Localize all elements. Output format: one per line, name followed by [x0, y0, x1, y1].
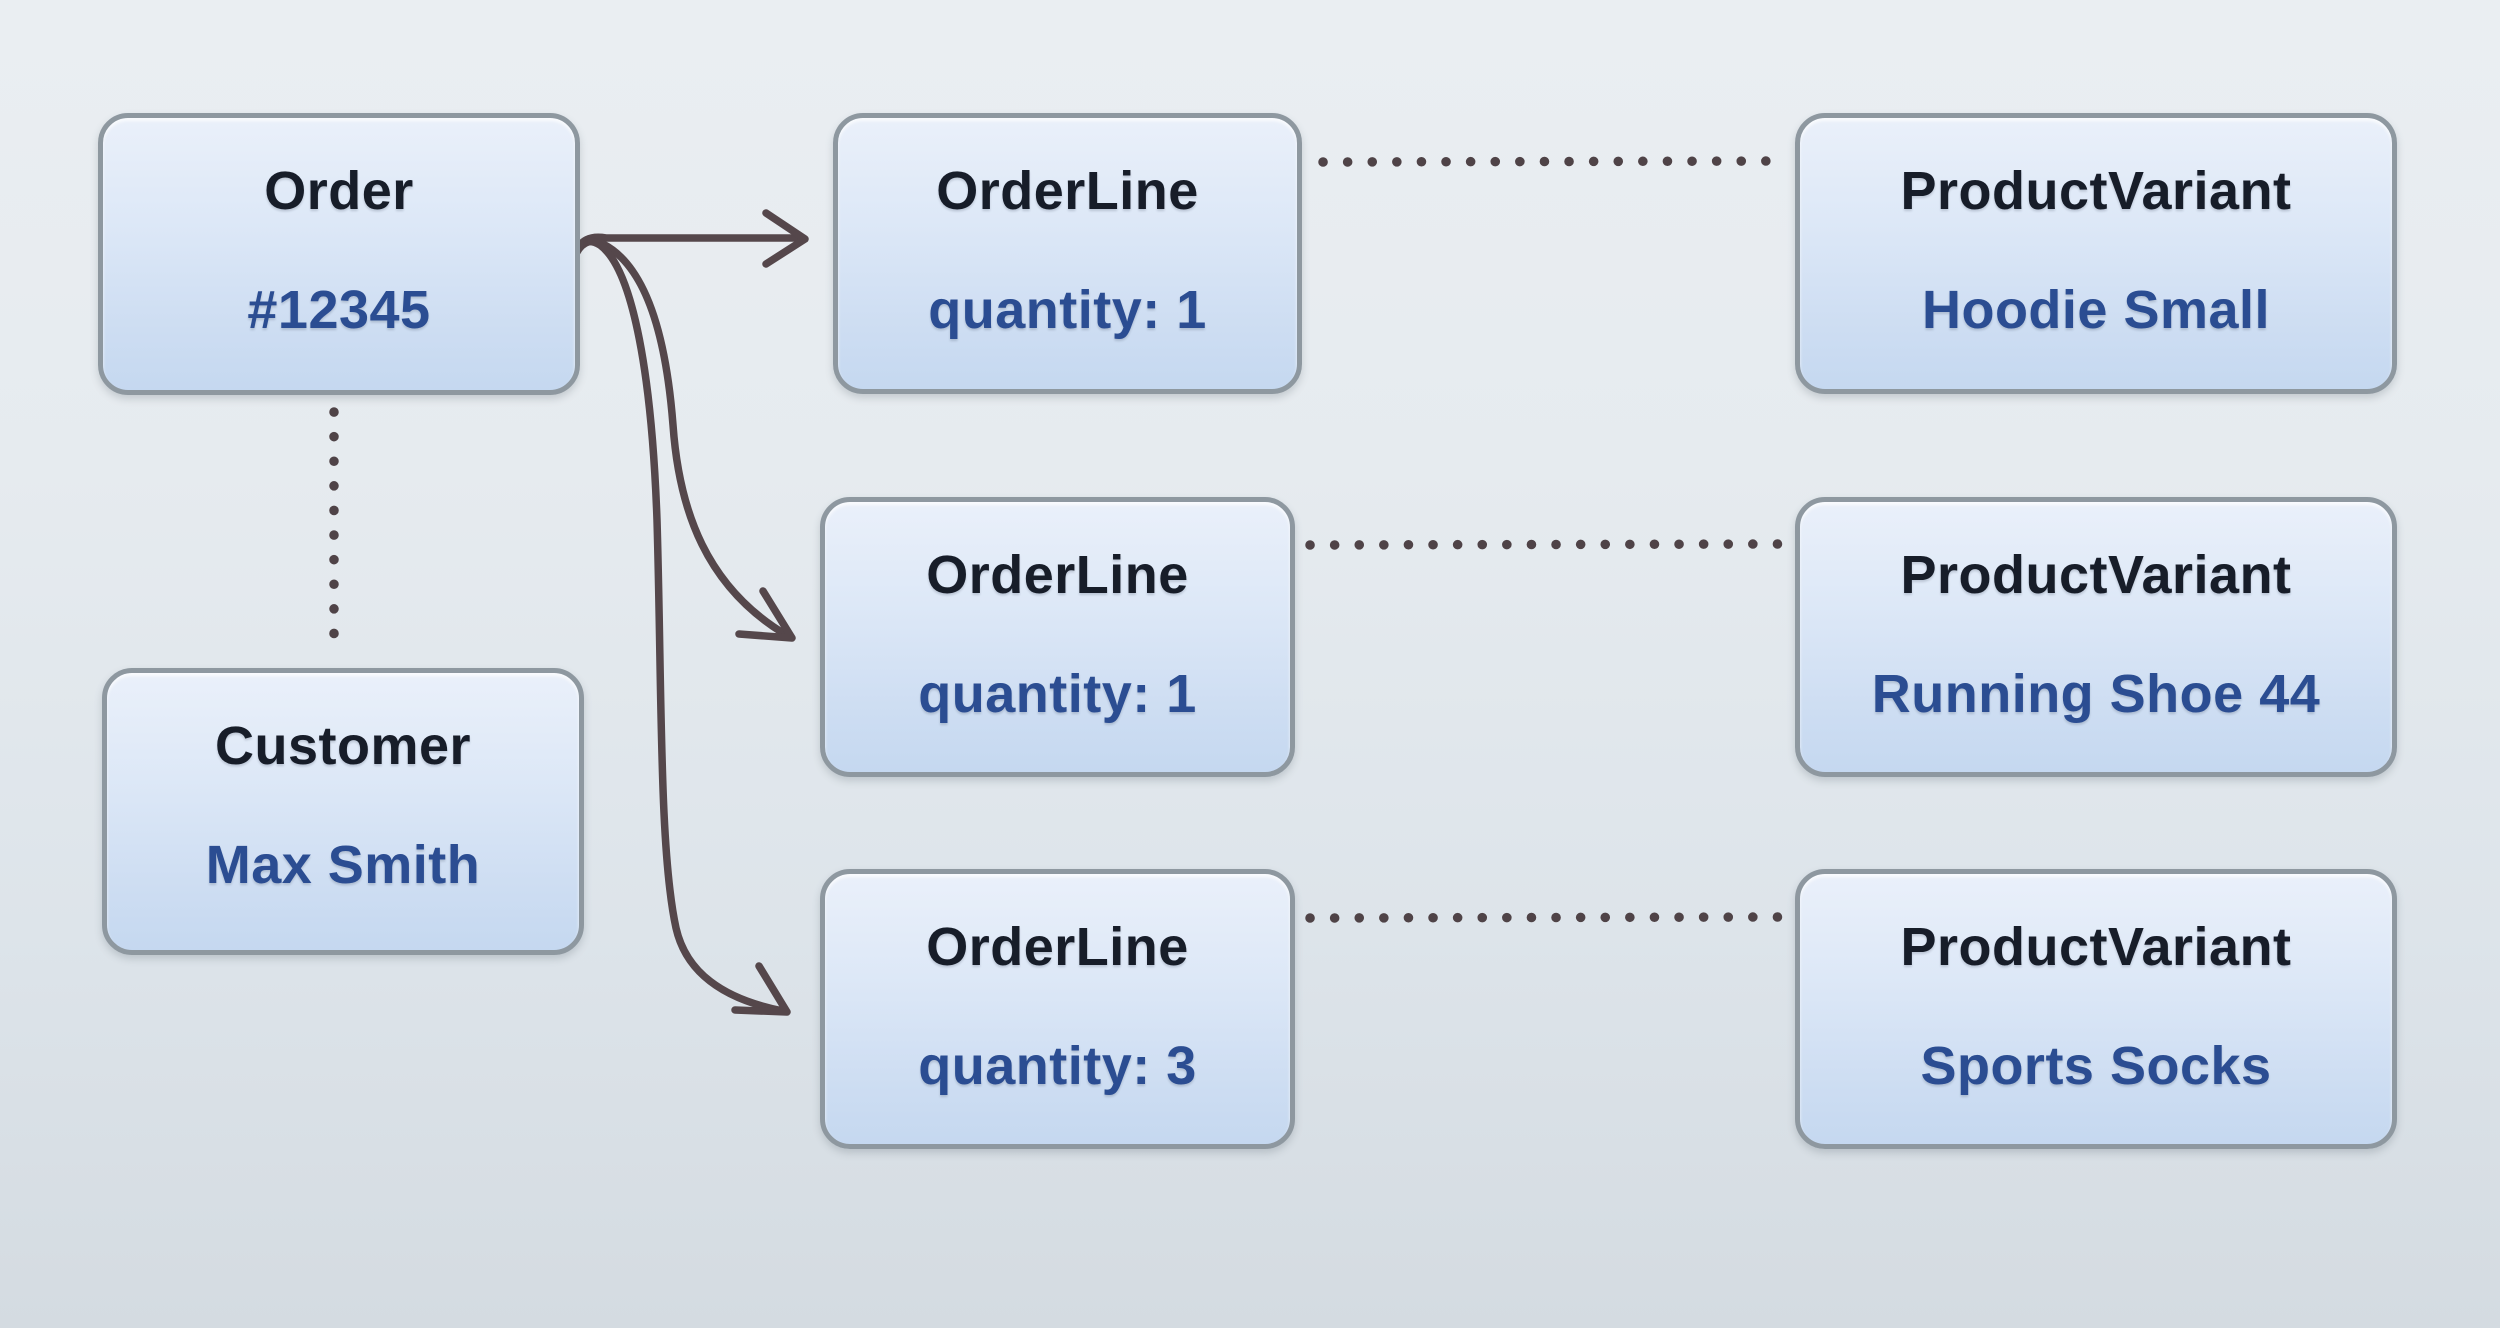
product-variant-node-3: ProductVariant Sports Socks	[1795, 869, 2397, 1149]
node-value: #12345	[247, 280, 431, 340]
node-value: quantity: 3	[918, 1036, 1197, 1096]
node-value: quantity: 1	[928, 280, 1207, 340]
node-title: ProductVariant	[1900, 917, 2292, 977]
orderline-node-3: OrderLine quantity: 3	[820, 869, 1295, 1149]
node-title: ProductVariant	[1900, 161, 2292, 221]
node-value: quantity: 1	[918, 664, 1197, 724]
order-node: Order #12345	[98, 113, 580, 395]
node-value: Sports Socks	[1920, 1036, 2272, 1096]
node-title: OrderLine	[936, 161, 1199, 221]
orderline3-variant3-dotted-line	[1305, 912, 1783, 923]
orderline-node-1: OrderLine quantity: 1	[833, 113, 1302, 394]
node-title: Customer	[214, 716, 472, 776]
node-value: Running Shoe 44	[1871, 664, 2321, 724]
product-variant-node-2: ProductVariant Running Shoe 44	[1795, 497, 2397, 777]
node-value: Hoodie Small	[1921, 280, 2271, 340]
orderline-node-2: OrderLine quantity: 1	[820, 497, 1295, 777]
order-orderline3-arrow	[571, 237, 791, 1016]
order-orderline2-arrow	[573, 237, 796, 642]
product-variant-node-1: ProductVariant Hoodie Small	[1795, 113, 2397, 394]
node-title: OrderLine	[926, 917, 1189, 977]
node-title: Order	[264, 161, 414, 221]
customer-node: Customer Max Smith	[102, 668, 584, 955]
orderline1-variant1-dotted-line	[1318, 156, 1791, 167]
node-title: ProductVariant	[1900, 545, 2292, 605]
node-title: OrderLine	[926, 545, 1189, 605]
node-value: Max Smith	[205, 835, 481, 895]
orderline2-variant2-dotted-line	[1305, 539, 1783, 550]
